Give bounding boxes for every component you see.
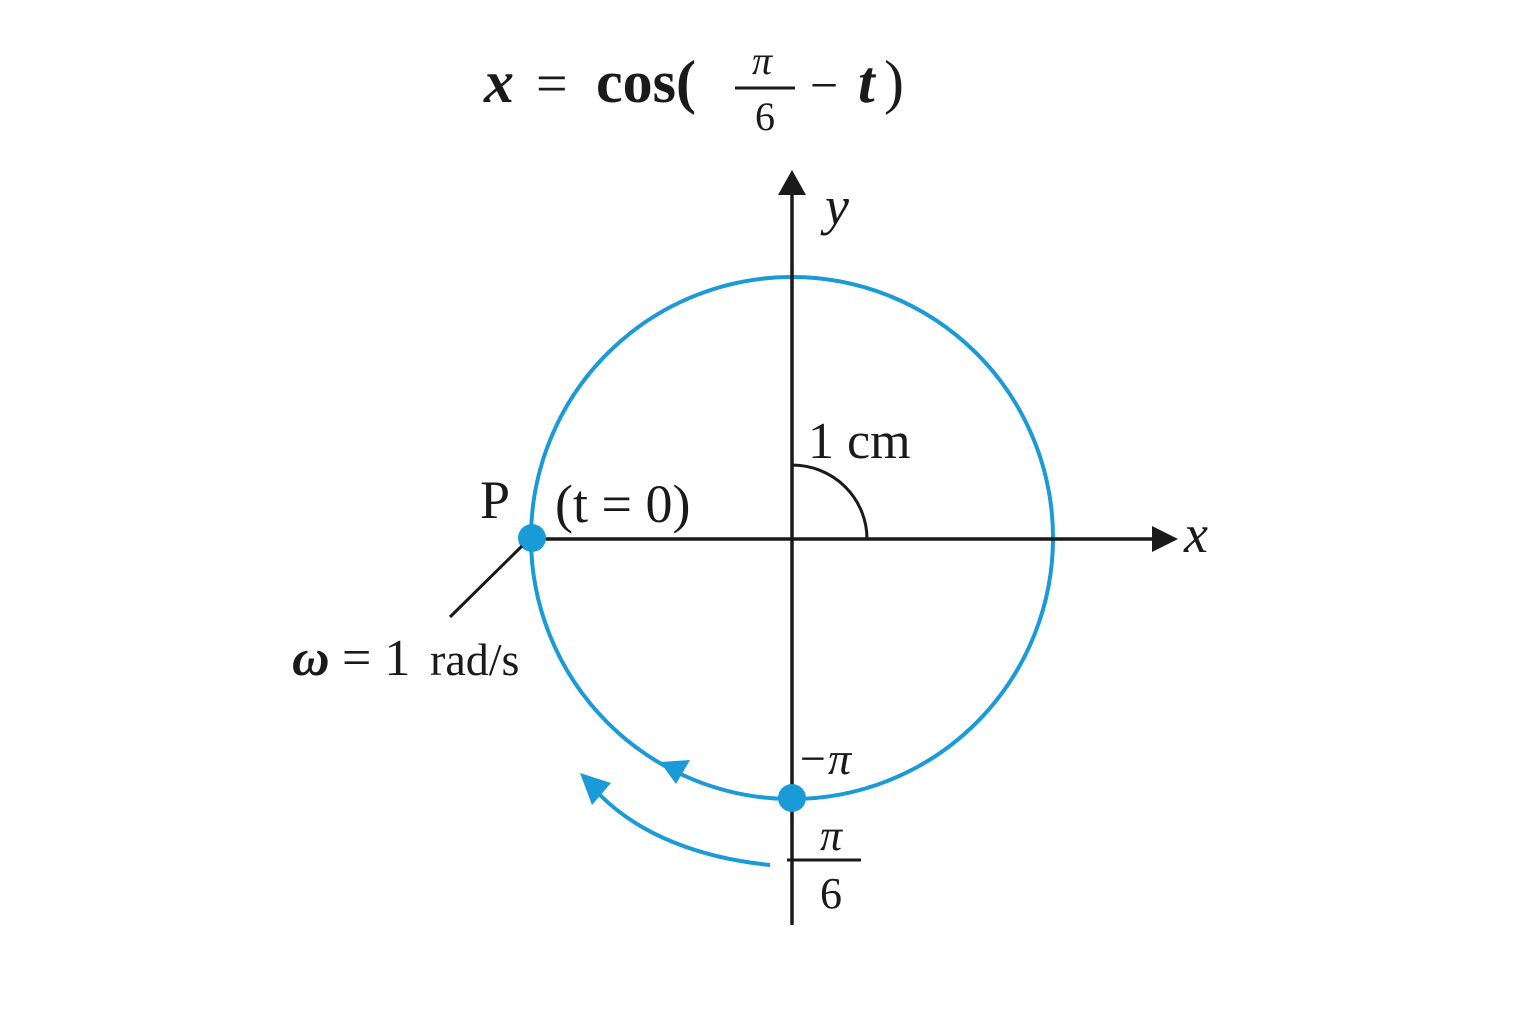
equation-frac-den: 6 (755, 94, 775, 139)
bottom-frac-den: 6 (820, 869, 842, 918)
equation-title: x = cos( π 6 − t ) (483, 38, 904, 139)
point-p-marker (518, 524, 546, 552)
point-p-time-label: (t = 0) (555, 474, 690, 534)
equation-close: ) (884, 49, 904, 115)
equation-lhs: x (483, 49, 514, 115)
svg-text:= 1: = 1 (342, 630, 410, 687)
svg-text:rad/s: rad/s (430, 634, 519, 685)
rotation-arrow (598, 793, 771, 867)
angular-velocity-label: ω = 1 rad/s (292, 630, 519, 687)
point-p-label: P (480, 470, 510, 530)
equation-frac-num: π (752, 38, 773, 83)
angle-arc (791, 463, 869, 540)
svg-text:ω: ω (292, 630, 330, 687)
equation-minus: − (810, 57, 838, 113)
rotation-arrowhead-icon (580, 773, 611, 805)
circle-direction-arrow-icon (660, 760, 690, 784)
bottom-frac-num: π (820, 811, 844, 860)
equation-equals: = (536, 53, 568, 115)
equation-var: t (858, 49, 877, 115)
x-axis-label: x (1183, 504, 1208, 564)
y-axis-label: y (820, 176, 849, 236)
equation-func: cos( (596, 49, 696, 115)
bottom-point-marker (778, 784, 806, 812)
omega-leader-line (448, 544, 524, 619)
y-axis-arrow-icon (778, 170, 806, 195)
x-axis-arrow-icon (1152, 526, 1178, 552)
bottom-angle-label: −π (797, 733, 853, 784)
radius-label: 1 cm (808, 413, 911, 470)
